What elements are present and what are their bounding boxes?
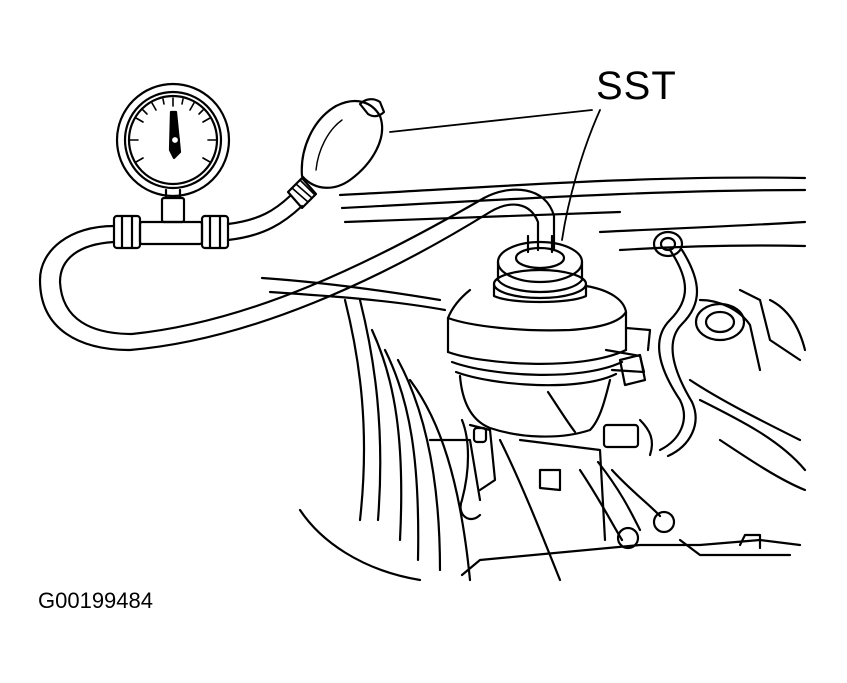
sst-leaders [390, 110, 600, 240]
right-body-2 [740, 290, 800, 360]
bulb-neck [288, 178, 316, 208]
reservoir-tank [448, 270, 644, 437]
reservoir-seam-1 [448, 350, 626, 364]
right-body-1 [700, 300, 760, 370]
cowl-line-4 [600, 222, 805, 232]
reservoir-neck-side [494, 284, 586, 302]
bottom-box-2 [680, 540, 790, 555]
right-body-5 [720, 440, 805, 490]
leader-to-bulb [390, 110, 592, 132]
gauge-bezel-outer [117, 84, 229, 196]
cap-adapter-inner [516, 248, 564, 268]
lower-panel-3 [430, 440, 480, 500]
strut-panel-rib-1 [372, 330, 401, 540]
tee-body [140, 222, 202, 244]
right-body-3 [690, 380, 800, 440]
strut-panel-outer [345, 300, 364, 520]
bulb-shading [316, 120, 342, 170]
pressure-gauge [117, 84, 229, 196]
hose-end-1 [618, 528, 638, 548]
engine-bay-background [262, 178, 805, 580]
grommet [654, 232, 682, 256]
right-round-part [696, 304, 744, 340]
cowl-line-2 [342, 190, 805, 208]
leader-to-cap [562, 110, 600, 240]
gauge-pivot [171, 136, 179, 144]
plate-3 [500, 440, 560, 580]
reservoir-seam-3 [456, 372, 616, 385]
reservoir-bottom-lip [548, 392, 575, 432]
cowl-line-1 [340, 178, 805, 195]
bracket-left [461, 420, 480, 519]
bulb-neck-ribs [292, 180, 314, 202]
harness-1 [659, 250, 685, 450]
plate-2 [540, 470, 560, 490]
sst-callout-label: SST [596, 64, 677, 108]
cap-adapter-nipple [528, 236, 552, 252]
bottom-box [462, 540, 800, 575]
hose-inner [60, 190, 554, 334]
gauge-ticks [130, 98, 216, 162]
clip-right-2 [626, 328, 650, 350]
strut-panel-rib-3 [398, 360, 440, 570]
tee-fitting [114, 190, 228, 248]
strut-panel-rib-2 [385, 350, 418, 560]
grommet-inner [661, 238, 675, 250]
harness-branch [640, 420, 652, 455]
bulb-hose-inner [228, 206, 302, 240]
right-round-part-inner [706, 312, 734, 332]
fender-edge [262, 278, 440, 300]
cowl-line-3 [345, 212, 620, 222]
reservoir-tab [606, 350, 644, 372]
lower-hose-2 [598, 462, 640, 530]
cap-adapter [498, 236, 582, 292]
tee-left-nut [114, 216, 140, 248]
tee-stem [162, 198, 184, 222]
cowl-line-5 [620, 245, 805, 250]
reservoir-lower [460, 376, 610, 437]
tee-left-nut-lines [122, 216, 132, 248]
fender-edge-2 [270, 292, 445, 310]
gauge-bezel-inner [125, 92, 221, 188]
harness-connector [604, 425, 638, 447]
gauge-face [129, 96, 217, 184]
strut-panel-inner [360, 300, 380, 520]
lower-panel-1 [300, 510, 420, 580]
tester-hose [40, 190, 554, 350]
lower-hose-3 [612, 470, 660, 516]
hose-end-2 [654, 512, 674, 532]
hand-pump-bulb [288, 99, 384, 208]
harness-2 [668, 250, 697, 456]
right-body-6 [770, 300, 805, 350]
clip-right [620, 355, 645, 385]
bottom-conn [740, 535, 760, 548]
figure-id: G00199484 [38, 588, 153, 613]
lower-panel-2 [410, 380, 470, 580]
plate-1 [520, 440, 605, 540]
reservoir-top [448, 286, 626, 330]
tee-right-nut-lines [210, 216, 220, 248]
reservoir-seam-2 [452, 362, 622, 375]
bulb-valve [360, 99, 384, 116]
bulb-hose-outer [228, 196, 290, 224]
right-body-4 [700, 400, 805, 470]
hose-outer [40, 205, 538, 350]
tee-right-nut [202, 216, 228, 248]
bracket-bolt [474, 428, 486, 442]
cap-adapter-side [498, 262, 582, 292]
